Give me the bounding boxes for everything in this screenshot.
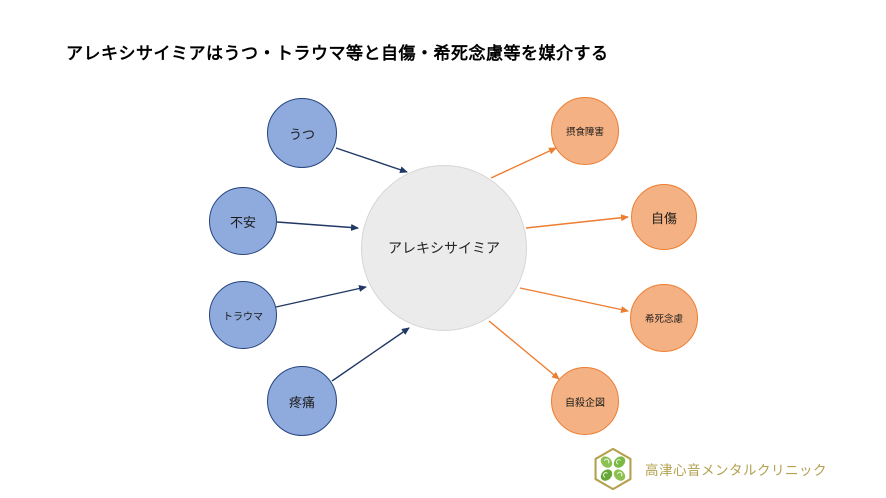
node-pain: 疼痛 xyxy=(267,366,337,436)
node-anxiety: 不安 xyxy=(209,187,277,255)
clover-leaves xyxy=(600,456,626,481)
node-depression-label: うつ xyxy=(288,126,315,142)
node-suicide-attempt-label: 自殺企図 xyxy=(565,397,605,409)
slide-title: アレキシサイミアはうつ・トラウマ等と自傷・希死念慮等を媒介する xyxy=(66,44,609,63)
node-suicidal-ideation-label: 希死念慮 xyxy=(644,314,683,325)
node-anxiety-label: 不安 xyxy=(229,214,256,230)
node-suicidal-ideation: 希死念慮 xyxy=(630,284,698,352)
node-pain-label: 疼痛 xyxy=(288,394,315,410)
node-alexithymia-label: アレキシサイミア xyxy=(388,240,500,256)
arrow-trauma-to-center xyxy=(275,285,367,308)
clinic-footer: 高津心音メンタルクリニック xyxy=(590,446,827,492)
clinic-logo-icon xyxy=(594,447,632,491)
arrow-center-to-suicidal-ideation xyxy=(519,287,629,313)
arrow-center-to-suicide-attempt xyxy=(488,320,560,380)
node-suicide-attempt: 自殺企図 xyxy=(551,367,619,435)
node-self-harm: 自傷 xyxy=(631,184,697,250)
arrow-pain-to-center xyxy=(331,327,410,382)
node-trauma-label: トラウマ xyxy=(223,311,263,323)
clinic-name: 高津心音メンタルクリニック xyxy=(645,463,827,478)
node-depression: うつ xyxy=(267,98,337,168)
arrow-anxiety-to-center xyxy=(276,221,359,231)
node-trauma: トラウマ xyxy=(209,281,277,349)
arrow-center-to-eating-disorder xyxy=(490,147,557,179)
node-eating-disorder-label: 摂食障害 xyxy=(565,127,604,138)
arrow-center-to-self-harm xyxy=(525,214,629,229)
node-self-harm-label: 自傷 xyxy=(650,210,677,226)
arrow-depression-to-center xyxy=(335,147,408,174)
node-eating-disorder: 摂食障害 xyxy=(551,97,619,165)
node-alexithymia-center: アレキシサイミア xyxy=(361,165,527,331)
